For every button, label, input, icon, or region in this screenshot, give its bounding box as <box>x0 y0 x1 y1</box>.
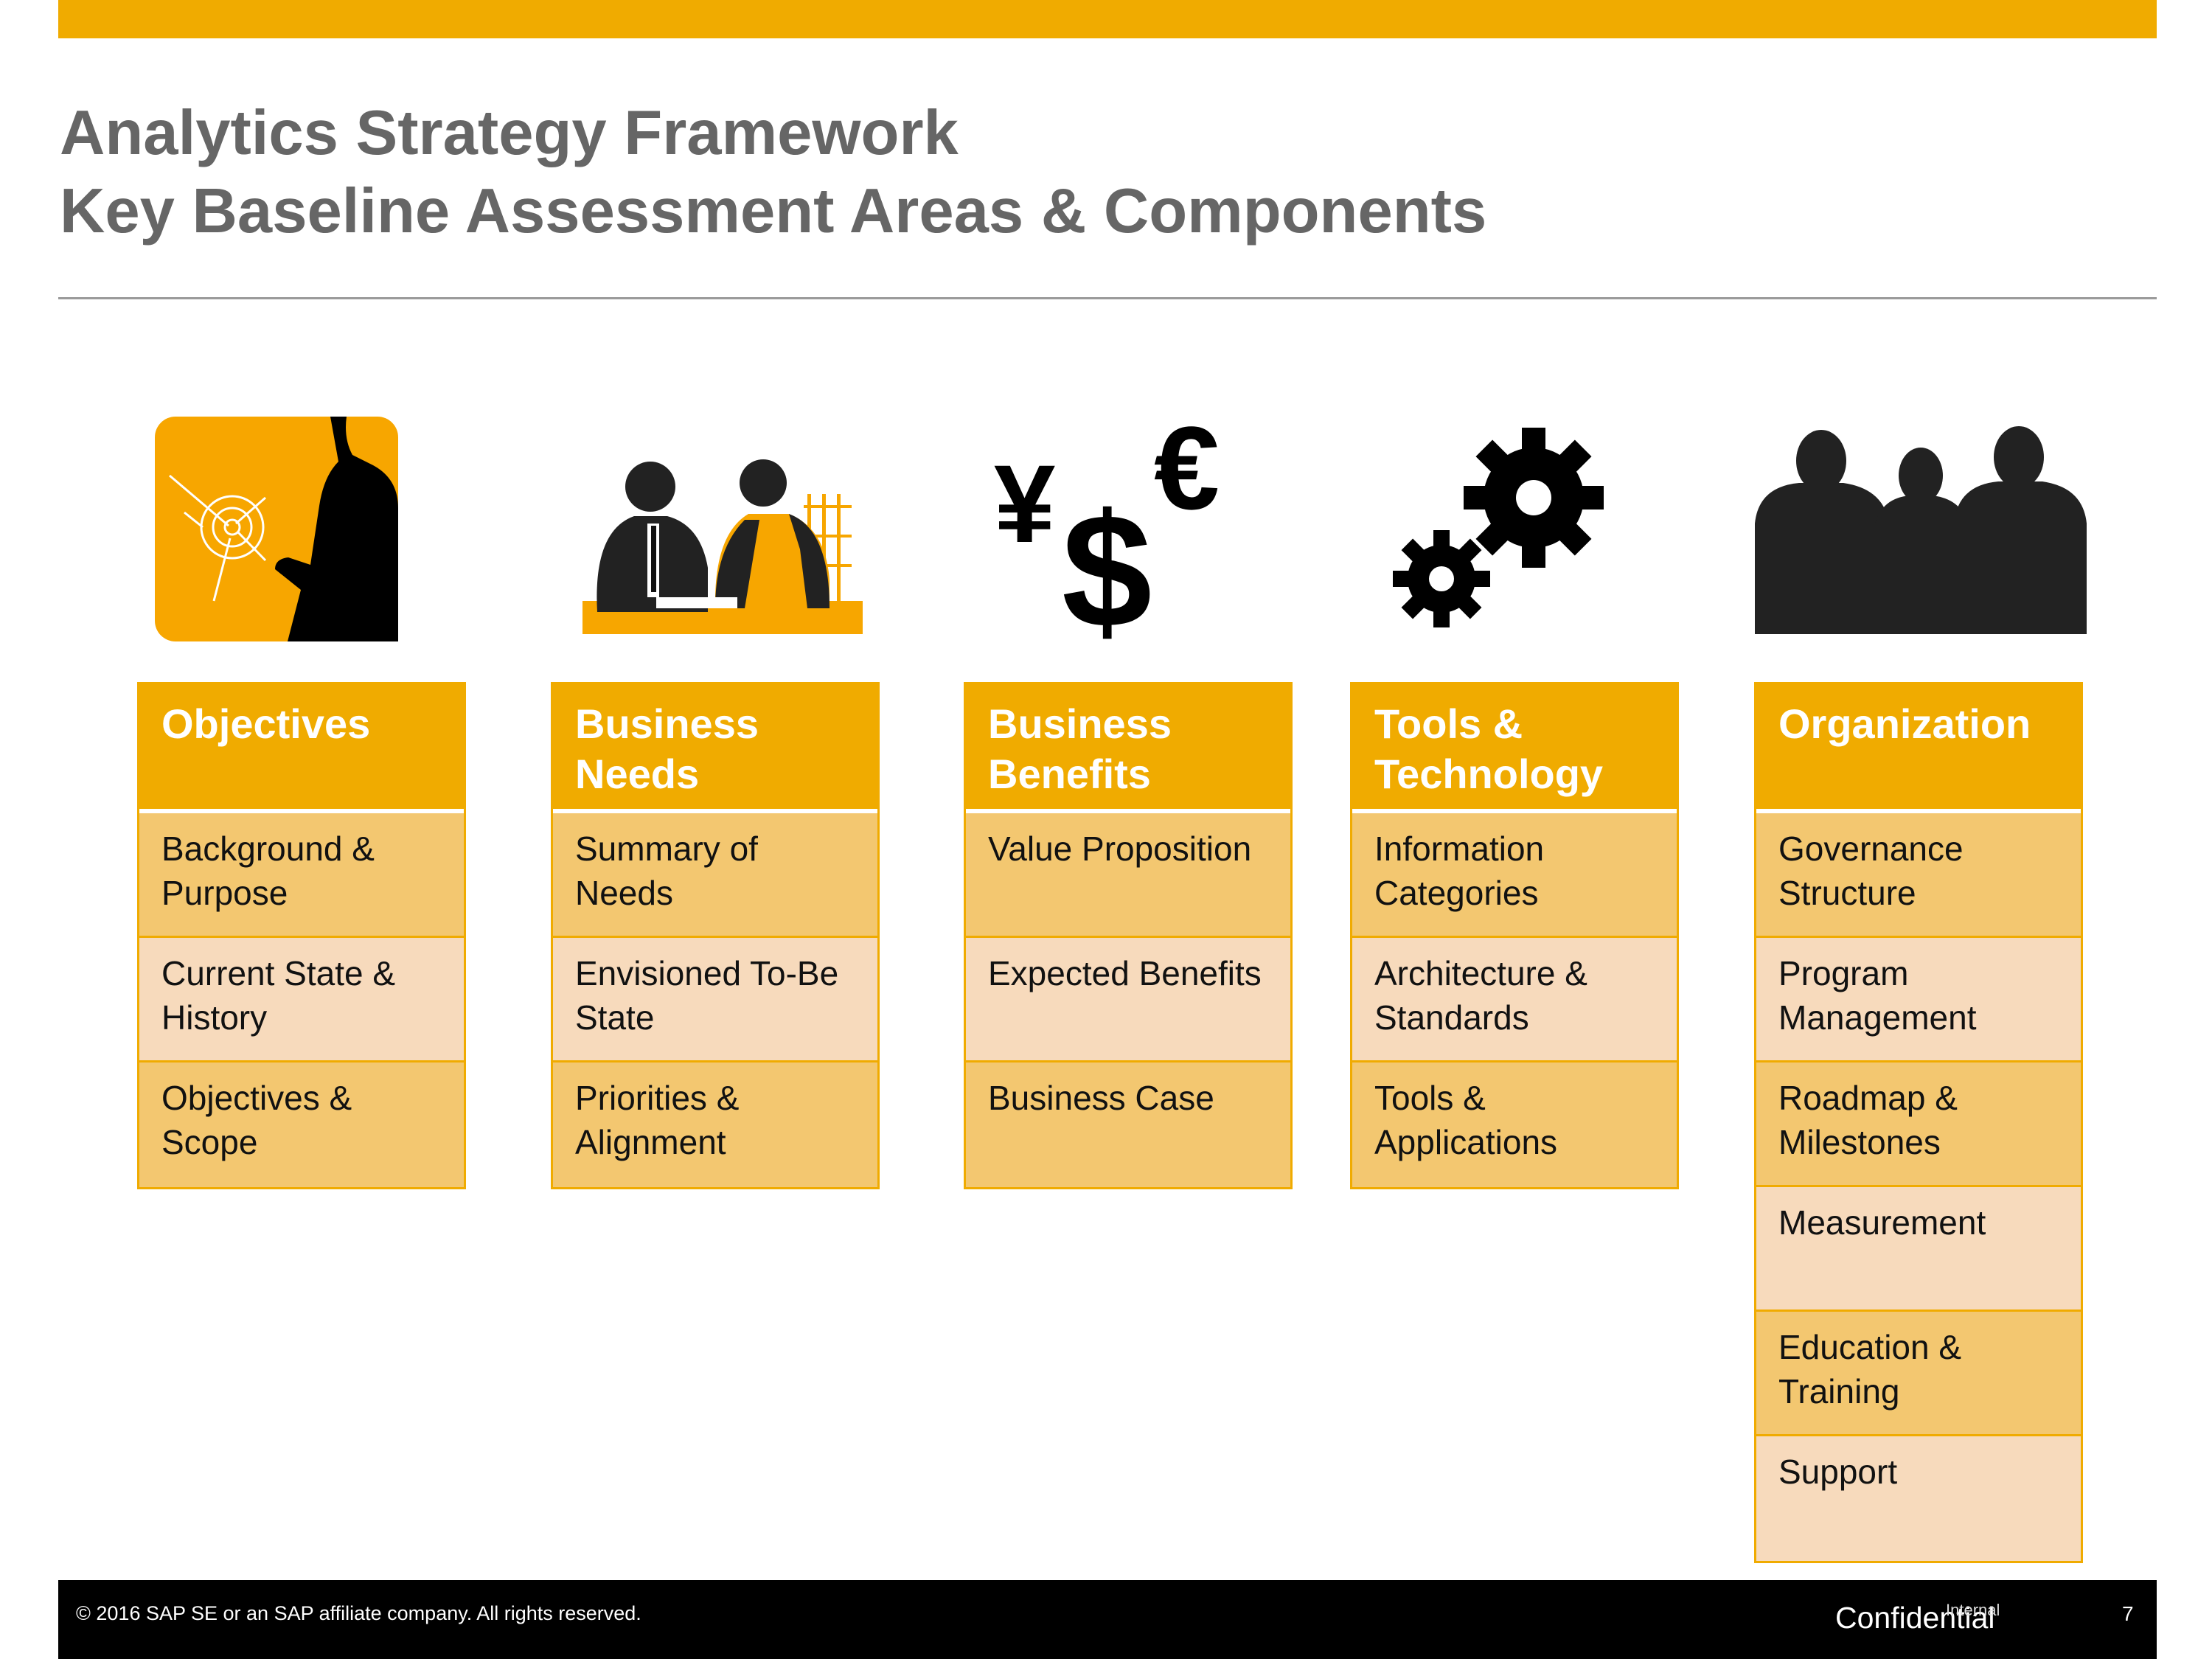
component-cell: Objectives & Scope <box>139 1062 464 1187</box>
classification-overlay-label: Internal <box>1946 1601 2000 1619</box>
component-cell: Education & Training <box>1756 1312 2081 1436</box>
component-cell: Envisioned To-Be State <box>553 938 877 1062</box>
column-header: Tools & Technology <box>1352 684 1677 813</box>
meeting-people-icon <box>582 459 863 634</box>
component-cell: Tools & Applications <box>1352 1062 1677 1187</box>
component-cell: Architecture & Standards <box>1352 938 1677 1062</box>
dollar-symbol: $ <box>1062 480 1152 641</box>
component-cell: Program Management <box>1756 938 2081 1062</box>
component-cell: Value Proposition <box>966 813 1290 938</box>
euro-symbol: € <box>1154 406 1220 534</box>
currency-symbols-icon: ¥ $ € <box>994 406 1220 641</box>
yen-symbol: ¥ <box>994 442 1055 566</box>
column-header: Organization <box>1756 684 2081 813</box>
copyright-text: © 2016 SAP SE or an SAP affiliate compan… <box>76 1602 641 1624</box>
component-cell: Business Case <box>966 1062 1290 1187</box>
column-header: Objectives <box>139 684 464 813</box>
presenter-target-icon <box>155 417 398 641</box>
column-header: Business Needs <box>553 684 877 813</box>
component-cell: Support <box>1756 1436 2081 1561</box>
component-cell: Background & Purpose <box>139 813 464 938</box>
column-header: Business Benefits <box>966 684 1290 813</box>
classification-label: Confidential <box>1835 1601 1995 1635</box>
component-cell: Information Categories <box>1352 813 1677 938</box>
top-accent-bar <box>58 0 2157 38</box>
component-cell: Measurement <box>1756 1187 2081 1312</box>
component-cell: Roadmap & Milestones <box>1756 1062 2081 1187</box>
title-line-1: Analytics Strategy Framework <box>60 98 959 168</box>
component-cell: Expected Benefits <box>966 938 1290 1062</box>
page-number: 7 <box>2122 1602 2134 1625</box>
component-cell: Current State & History <box>139 938 464 1062</box>
component-cell: Governance Structure <box>1756 813 2081 938</box>
title-line-2: Key Baseline Assessment Areas & Componen… <box>60 176 1487 246</box>
footer-bar: © 2016 SAP SE or an SAP affiliate compan… <box>58 1580 2157 1659</box>
component-cell: Summary of Needs <box>553 813 877 938</box>
gears-icon <box>1393 428 1604 627</box>
page-title: Analytics Strategy Framework Key Baselin… <box>60 94 1486 251</box>
title-divider <box>58 297 2157 299</box>
component-cell: Priorities & Alignment <box>553 1062 877 1187</box>
people-group-icon <box>1755 426 2087 634</box>
